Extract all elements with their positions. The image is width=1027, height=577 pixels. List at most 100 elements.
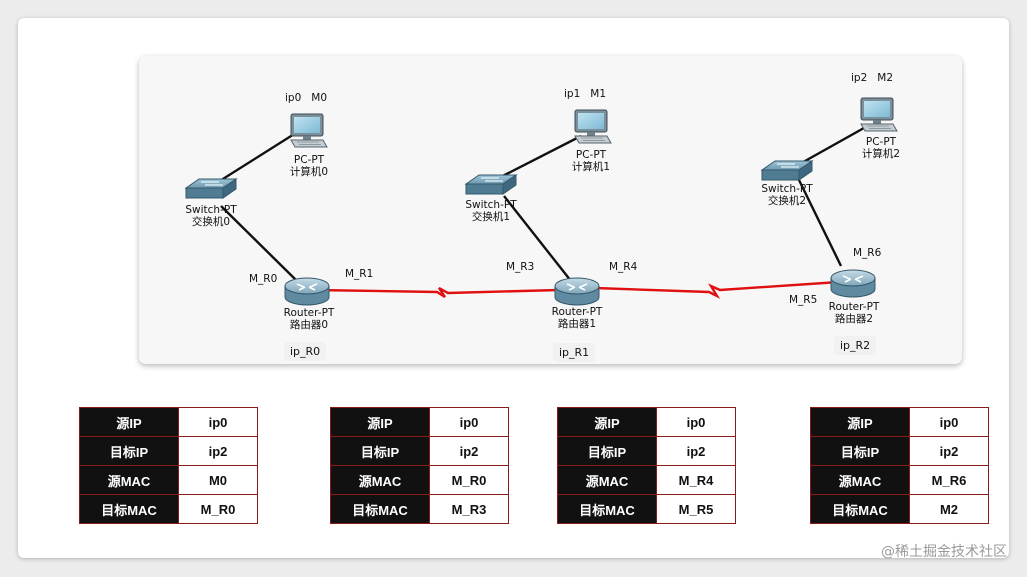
switch0-name: 交换机0 bbox=[191, 216, 231, 228]
switch2-icon[interactable] bbox=[761, 160, 813, 181]
router2-type: Router-PT bbox=[828, 301, 880, 313]
pc2-address: ip2 M2 bbox=[851, 72, 893, 84]
table-value: M2 bbox=[909, 494, 989, 524]
router2-name: 路由器2 bbox=[834, 313, 874, 325]
pc1-name: 计算机1 bbox=[571, 161, 611, 173]
router1-icon[interactable] bbox=[554, 277, 600, 306]
table-key: 源IP bbox=[330, 407, 430, 437]
table-key: 目标MAC bbox=[557, 494, 657, 524]
table-value: ip2 bbox=[429, 436, 509, 466]
table-key: 源MAC bbox=[557, 465, 657, 495]
pc1-type: PC-PT bbox=[575, 149, 607, 161]
switch1-type: Switch-PT bbox=[465, 199, 517, 211]
link-switch2-router2 bbox=[797, 179, 843, 267]
table-key: 目标MAC bbox=[330, 494, 430, 524]
table-value: ip0 bbox=[178, 407, 258, 437]
switch1-icon[interactable] bbox=[465, 174, 517, 195]
pc2-mac: M2 bbox=[877, 72, 894, 84]
pc1-mac: M1 bbox=[590, 88, 607, 100]
table-value: ip0 bbox=[656, 407, 736, 437]
table-key: 源IP bbox=[810, 407, 910, 437]
router2-icon[interactable] bbox=[830, 269, 876, 298]
serial-link-r0-r1 bbox=[313, 286, 560, 299]
table-key: 目标MAC bbox=[79, 494, 179, 524]
table-value: ip2 bbox=[909, 436, 989, 466]
router0-icon[interactable] bbox=[284, 277, 330, 306]
pc1-address: ip1 M1 bbox=[564, 88, 606, 100]
table-value: ip2 bbox=[656, 436, 736, 466]
table-value: M_R5 bbox=[656, 494, 736, 524]
pc0-address: ip0 M0 bbox=[285, 92, 327, 104]
table-key: 目标MAC bbox=[810, 494, 910, 524]
router0-type: Router-PT bbox=[283, 307, 335, 319]
router0-name: 路由器0 bbox=[289, 319, 329, 331]
interface-m-r0: M_R0 bbox=[249, 273, 278, 285]
pc0-icon[interactable] bbox=[290, 113, 328, 148]
table-value: M_R3 bbox=[429, 494, 509, 524]
router2-ip: ip_R2 bbox=[834, 336, 877, 355]
switch2-name: 交换机2 bbox=[767, 195, 807, 207]
router1-name: 路由器1 bbox=[557, 318, 597, 330]
table-value: M_R6 bbox=[909, 465, 989, 495]
pc0-mac: M0 bbox=[311, 92, 328, 104]
table-key: 目标IP bbox=[330, 436, 430, 466]
table-key: 源MAC bbox=[810, 465, 910, 495]
table-value: M_R0 bbox=[429, 465, 509, 495]
table-value: ip0 bbox=[909, 407, 989, 437]
switch0-icon[interactable] bbox=[185, 178, 237, 199]
link-switch0-router0 bbox=[220, 205, 298, 282]
table-value: M0 bbox=[178, 465, 258, 495]
pc1-icon[interactable] bbox=[574, 109, 612, 144]
table-value: ip2 bbox=[178, 436, 258, 466]
table-key: 源MAC bbox=[330, 465, 430, 495]
table-key: 目标IP bbox=[557, 436, 657, 466]
router1-type: Router-PT bbox=[551, 306, 603, 318]
table-value: M_R0 bbox=[178, 494, 258, 524]
pc2-icon[interactable] bbox=[860, 97, 898, 132]
interface-m-r6: M_R6 bbox=[853, 247, 882, 259]
serial-link-r1-r2 bbox=[594, 280, 840, 299]
table-value: M_R4 bbox=[656, 465, 736, 495]
switch1-name: 交换机1 bbox=[471, 211, 511, 223]
pc2-type: PC-PT bbox=[865, 136, 897, 148]
table-key: 目标IP bbox=[79, 436, 179, 466]
table-key: 源IP bbox=[79, 407, 179, 437]
link-switch1-router1 bbox=[503, 195, 572, 282]
router1-ip: ip_R1 bbox=[553, 343, 596, 362]
table-key: 源MAC bbox=[79, 465, 179, 495]
interface-m-r3: M_R3 bbox=[506, 261, 535, 273]
watermark: @稀土掘金技术社区 bbox=[881, 544, 1007, 560]
table-key: 源IP bbox=[557, 407, 657, 437]
switch0-type: Switch-PT bbox=[185, 204, 237, 216]
table-value: ip0 bbox=[429, 407, 509, 437]
interface-m-r4: M_R4 bbox=[609, 261, 638, 273]
pc1-ip: ip1 bbox=[564, 88, 581, 100]
